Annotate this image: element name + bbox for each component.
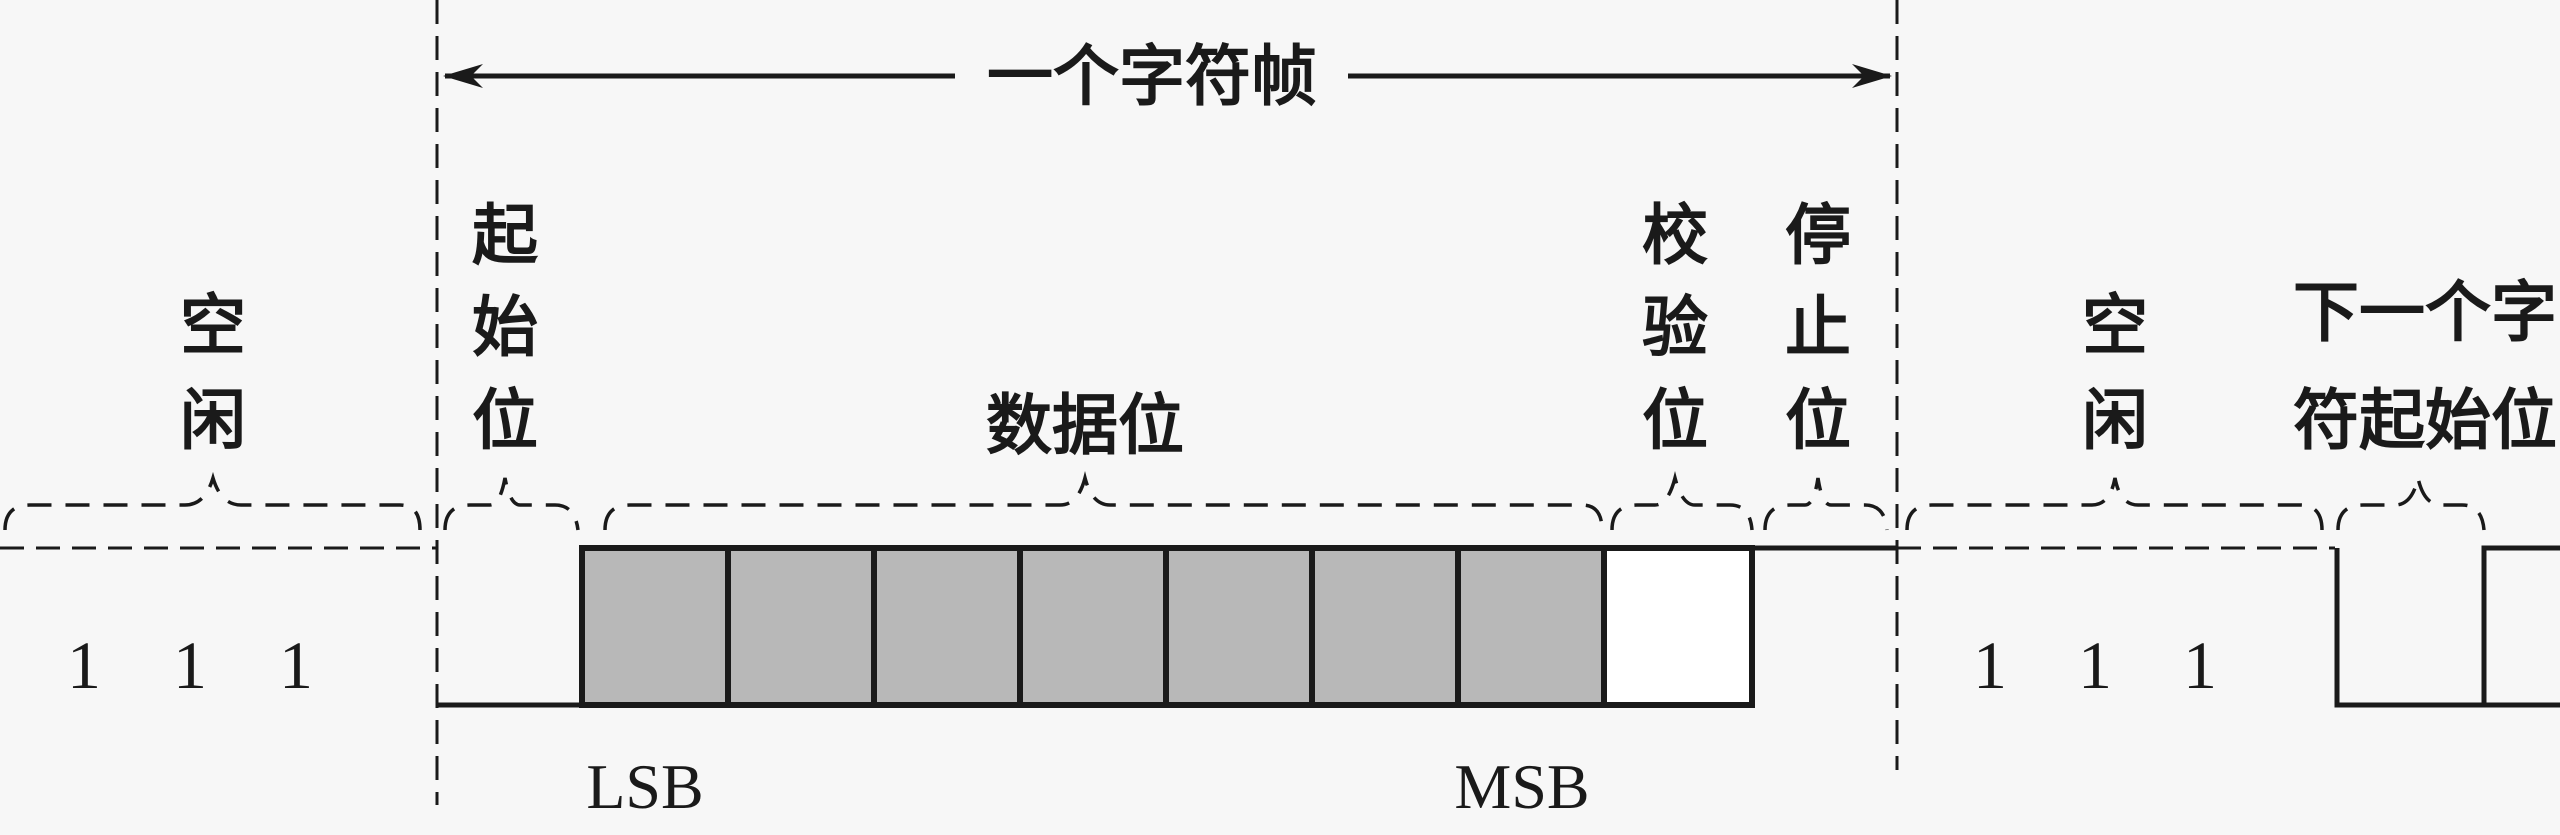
data-bit-cell-0 bbox=[579, 545, 731, 708]
parity-bit-char-3: 位 bbox=[1642, 381, 1708, 459]
brace-parity-bit bbox=[1610, 471, 1754, 531]
parity-bit-char-1: 校 bbox=[1642, 196, 1708, 274]
idle-left-char-2: 闲 bbox=[180, 381, 246, 459]
data-bits-label: 数据位 bbox=[986, 386, 1184, 464]
brace-start-bit bbox=[443, 477, 580, 531]
parity-bit-cell bbox=[1601, 545, 1755, 708]
frame-label: 一个字符帧 bbox=[987, 37, 1317, 115]
stop-bit-char-3: 位 bbox=[1785, 381, 1851, 459]
data-bit-cell-4 bbox=[1163, 545, 1315, 708]
data-bit-cell-2 bbox=[871, 545, 1023, 708]
idle-right-char-2: 闲 bbox=[2082, 381, 2148, 459]
data-bit-cell-1 bbox=[725, 545, 877, 708]
idle-one-left-3: 1 bbox=[279, 627, 313, 703]
start-bit-char-2: 始 bbox=[472, 288, 538, 366]
stop-bit-char-2: 止 bbox=[1785, 288, 1851, 366]
brace-idle-left bbox=[3, 471, 422, 531]
idle-right-char-1: 空 bbox=[2082, 286, 2148, 364]
msb-label: MSB bbox=[1454, 751, 1589, 822]
lsb-label: LSB bbox=[586, 751, 703, 822]
data-bit-cell-5 bbox=[1309, 545, 1461, 708]
data-bit-cell-6 bbox=[1455, 545, 1607, 708]
brace-next-start bbox=[2336, 477, 2486, 531]
idle-one-right-1: 1 bbox=[1973, 627, 2007, 703]
start-bit-char-3: 位 bbox=[472, 381, 538, 459]
next-start-line-2: 符起始位 bbox=[2293, 381, 2557, 459]
brace-idle-right bbox=[1905, 477, 2324, 531]
idle-one-right-3: 1 bbox=[2183, 627, 2217, 703]
brace-data-bits bbox=[603, 471, 1604, 531]
idle-one-left-1: 1 bbox=[67, 627, 101, 703]
next-start-waveform bbox=[2334, 545, 2560, 708]
idle-one-right-2: 1 bbox=[2078, 627, 2112, 703]
start-bit-char-1: 起 bbox=[472, 196, 539, 274]
next-start-line-1: 下一个字 bbox=[2293, 273, 2557, 351]
data-bit-cell-3 bbox=[1017, 545, 1169, 708]
idle-left-char-1: 空 bbox=[180, 286, 246, 364]
idle-one-left-2: 1 bbox=[173, 627, 207, 703]
stop-bit-char-1: 停 bbox=[1785, 196, 1851, 274]
parity-bit-char-2: 验 bbox=[1642, 288, 1708, 366]
brace-stop-bit bbox=[1763, 477, 1889, 531]
